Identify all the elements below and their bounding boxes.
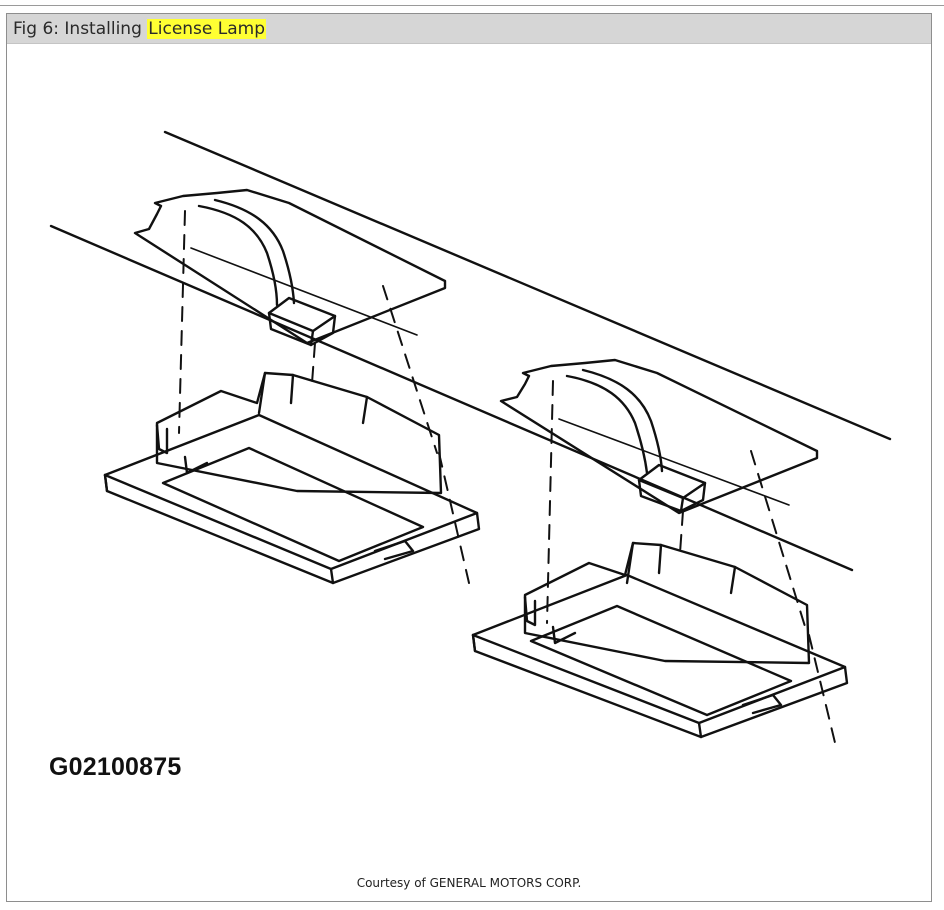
left-guide-lines	[178, 210, 470, 584]
right-mounting-recess	[499, 358, 819, 515]
left-connector	[267, 296, 337, 347]
right-lamp-lens	[529, 604, 793, 717]
figure-frame: Fig 6: Installing License Lamp	[6, 13, 932, 902]
left-wire-harness	[197, 204, 279, 307]
courtesy-credit: Courtesy of GENERAL MOTORS CORP.	[356, 876, 582, 890]
left-mounting-recess	[133, 188, 447, 345]
right-wire-harness	[565, 374, 649, 475]
caption-prefix: Fig 6: Installing	[13, 19, 148, 39]
left-lamp-assembly	[103, 188, 481, 585]
caption-highlight: License Lamp	[147, 19, 267, 39]
license-lamp-illustration	[49, 130, 892, 752]
right-connector	[637, 463, 707, 513]
top-divider	[0, 5, 944, 6]
figure-caption-bar: Fig 6: Installing License Lamp	[7, 14, 931, 44]
left-lamp-lens	[161, 446, 425, 563]
right-lamp-assembly	[471, 358, 849, 752]
right-lamp-housing	[523, 541, 811, 665]
figure-caption: Fig 6: Installing License Lamp	[13, 19, 267, 39]
figure-code: G02100875	[49, 753, 182, 781]
body-reference-lines	[49, 130, 892, 572]
